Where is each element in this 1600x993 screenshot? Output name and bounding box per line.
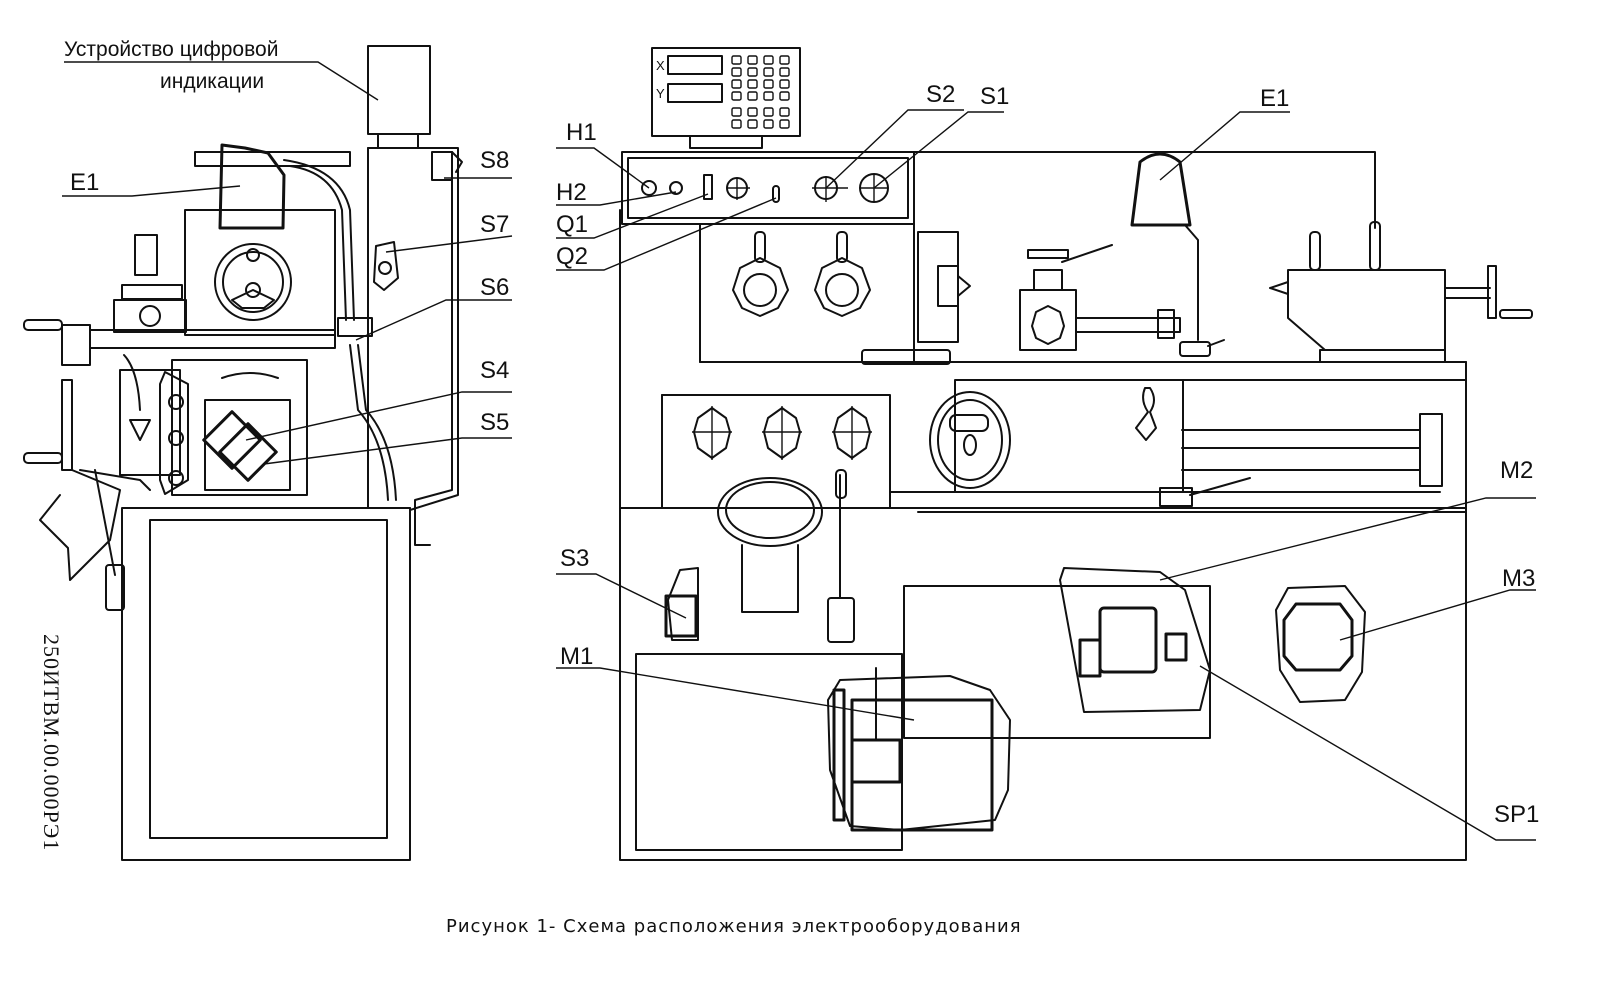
- dro-x-axis-label: X: [656, 58, 665, 73]
- dro-y-axis-label: Y: [656, 86, 665, 101]
- front-callout-s2: S2: [926, 81, 955, 108]
- switch-q2: [772, 185, 780, 203]
- front-dro-unit: [651, 47, 801, 137]
- side-dro-label-line2: индикации: [160, 70, 264, 93]
- front-lamp-e1: [1130, 152, 1192, 227]
- side-s7-switch: [373, 241, 399, 291]
- side-dro-leader: [64, 61, 379, 101]
- front-tool-post: [1019, 289, 1077, 351]
- front-motor-m3: [1282, 602, 1354, 672]
- front-apron: [954, 379, 1184, 493]
- side-callout-e1: E1: [70, 169, 99, 196]
- dro-key: [747, 67, 758, 77]
- front-view: X Y: [556, 47, 1539, 861]
- dro-key: [731, 119, 742, 129]
- side-dro-unit: [367, 45, 431, 135]
- dro-keypad: [731, 55, 790, 129]
- front-callout-q1: Q1: [556, 211, 588, 238]
- side-lamp-e1: [218, 143, 286, 230]
- side-callout-s4: S4: [480, 357, 509, 384]
- dro-key: [731, 107, 742, 117]
- front-coolant-tank: [717, 477, 823, 547]
- dro-key: [747, 79, 758, 89]
- front-callout-sp1: SP1: [1494, 801, 1539, 828]
- side-view: Устройство цифровой индикации E1 S8 S7 S…: [23, 38, 513, 861]
- dro-key: [779, 107, 790, 117]
- dro-key: [763, 67, 774, 77]
- front-tailstock: [1287, 269, 1446, 351]
- front-callout-m2: M2: [1500, 457, 1533, 484]
- dro-key: [763, 91, 774, 101]
- front-callout-m1: M1: [560, 643, 593, 670]
- dro-key: [747, 55, 758, 65]
- indicator-h2: [669, 181, 683, 195]
- side-callout-s5: S5: [480, 409, 509, 436]
- front-callout-h2: H2: [556, 179, 587, 206]
- document-number: 250ИТВМ.00.000РЭ1: [39, 634, 64, 851]
- dro-key: [731, 67, 742, 77]
- front-base: [619, 507, 1467, 861]
- dro-key: [731, 79, 742, 89]
- front-callout-h1: H1: [566, 119, 597, 146]
- side-gearbox: [171, 359, 308, 496]
- dro-key: [763, 79, 774, 89]
- dro-key: [763, 119, 774, 129]
- front-callout-s1: S1: [980, 83, 1009, 110]
- dro-key: [779, 67, 790, 77]
- dro-key: [747, 119, 758, 129]
- indicator-h1: [641, 180, 657, 196]
- side-base-cabinet: [121, 507, 411, 861]
- front-motor-m2: [1098, 606, 1158, 674]
- side-callout-s7: S7: [480, 211, 509, 238]
- dro-key: [731, 55, 742, 65]
- side-s8-switch: [431, 151, 453, 181]
- front-callout-s3: S3: [560, 545, 589, 572]
- dro-key: [779, 91, 790, 101]
- dro-key: [779, 79, 790, 89]
- front-callout-m3: M3: [1502, 565, 1535, 592]
- front-m2-compartment: [903, 585, 1211, 739]
- dro-key: [763, 107, 774, 117]
- side-handwheel: [214, 243, 292, 321]
- switch-q1: [703, 174, 713, 200]
- dro-y-display: [667, 83, 723, 103]
- side-s5-switch: [218, 422, 278, 482]
- side-base-door: [149, 519, 388, 839]
- front-m1-compartment: [635, 653, 903, 851]
- dro-key: [731, 91, 742, 101]
- side-callout-s6: S6: [480, 274, 509, 301]
- dro-key: [779, 119, 790, 129]
- dro-key: [747, 107, 758, 117]
- front-apron-handwheel: [929, 391, 1011, 489]
- side-s6-switch: [337, 317, 373, 337]
- figure-caption: Рисунок 1- Схема расположения электрообо…: [446, 916, 1022, 937]
- front-s3-switch: [664, 594, 698, 638]
- dro-x-display: [667, 55, 723, 75]
- front-pressure-switch-sp1: [1164, 632, 1188, 662]
- side-dro-label-line1: Устройство цифровой: [64, 38, 278, 61]
- dro-key: [779, 55, 790, 65]
- front-callout-e1: E1: [1260, 85, 1289, 112]
- front-motor-m1: [850, 698, 994, 832]
- front-headstock: [699, 223, 915, 363]
- side-headstock: [184, 209, 336, 336]
- front-callout-q2: Q2: [556, 243, 588, 270]
- side-electrical-cabinet: [367, 147, 459, 511]
- dro-key: [747, 91, 758, 101]
- dro-key: [763, 55, 774, 65]
- side-callout-s8: S8: [480, 147, 509, 174]
